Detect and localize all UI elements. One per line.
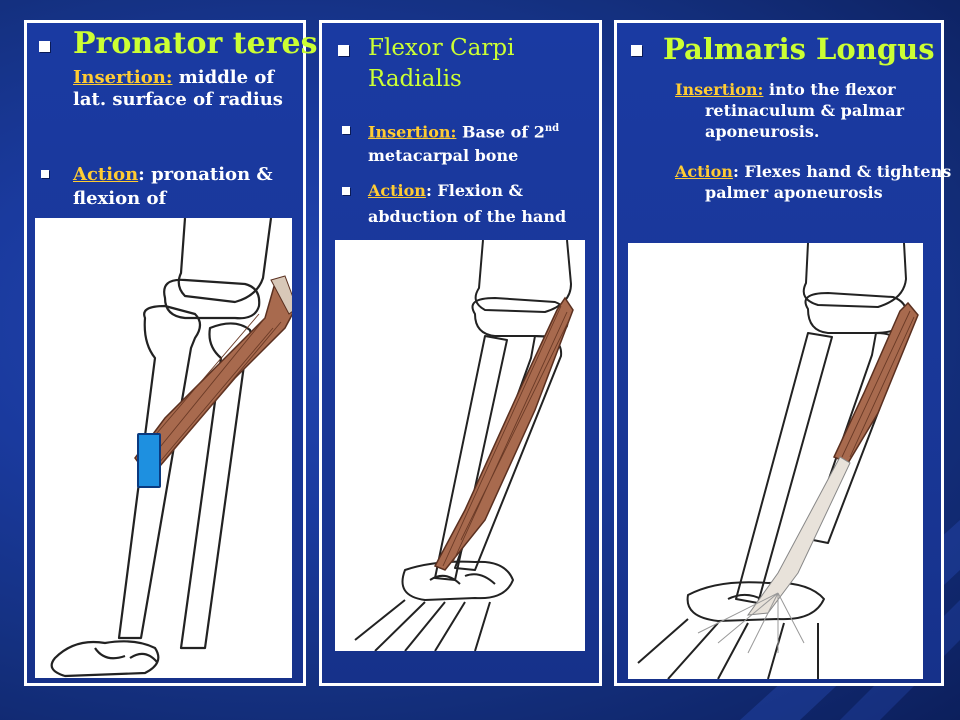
action-label: Action <box>675 162 733 181</box>
pronator-teres-panel: Pronator teres Insertion: middle of lat.… <box>24 20 317 686</box>
insertion-text: Base of 2 <box>456 122 545 142</box>
action-label: Action <box>368 181 426 200</box>
flexor-illustration <box>335 240 585 651</box>
bullet-icon <box>631 45 642 56</box>
bullet-icon <box>342 126 350 134</box>
highlight-marker <box>137 433 161 488</box>
insertion-text: into the flexor retinaculum & palmar apo… <box>705 80 905 141</box>
action-text: : Flexes hand & tightens palmer aponeuro… <box>705 162 952 202</box>
bullet-icon <box>338 45 349 56</box>
action-text: : Flexion & abduction of the hand <box>368 181 567 226</box>
insertion-label: Insertion: <box>675 80 764 99</box>
insertion-label: Insertion: <box>368 122 457 142</box>
insertion-text: middle of lat. surface of radius <box>73 67 283 110</box>
pronator-illustration <box>35 218 292 678</box>
bullet-icon <box>342 187 350 195</box>
insertion-label: Insertion: <box>73 67 173 88</box>
flexor-insertion: Insertion: Base of 2nd metacarpal bone <box>368 117 592 168</box>
bullet-icon <box>39 41 50 52</box>
flexor-title: Flexor Carpi Radialis <box>368 35 515 92</box>
insertion-superscript: nd <box>544 123 560 134</box>
palmaris-longus-panel: Palmaris Longus Insertion: into the flex… <box>614 20 951 686</box>
action-label: Action <box>73 164 139 185</box>
pronator-title: Pronator teres <box>73 26 318 61</box>
palmaris-title: Palmaris Longus <box>663 32 935 66</box>
pronator-insertion: Insertion: middle of lat. surface of rad… <box>73 67 295 111</box>
insertion-tail: metacarpal bone <box>368 146 519 166</box>
palmaris-action: Action: Flexes hand & tightens palmer ap… <box>675 161 960 203</box>
flexor-action: Action: Flexion & abduction of the hand <box>368 178 598 230</box>
bullet-icon <box>41 170 49 178</box>
palmaris-insertion: Insertion: into the flexor retinaculum &… <box>675 79 960 142</box>
pronator-action: Action: pronation & flexion of <box>73 163 295 211</box>
flexor-carpi-radialis-panel: Flexor Carpi Radialis Insertion: Base of… <box>319 20 602 686</box>
palmaris-illustration <box>628 243 923 679</box>
action-text: : pronation & flexion of <box>73 164 273 209</box>
